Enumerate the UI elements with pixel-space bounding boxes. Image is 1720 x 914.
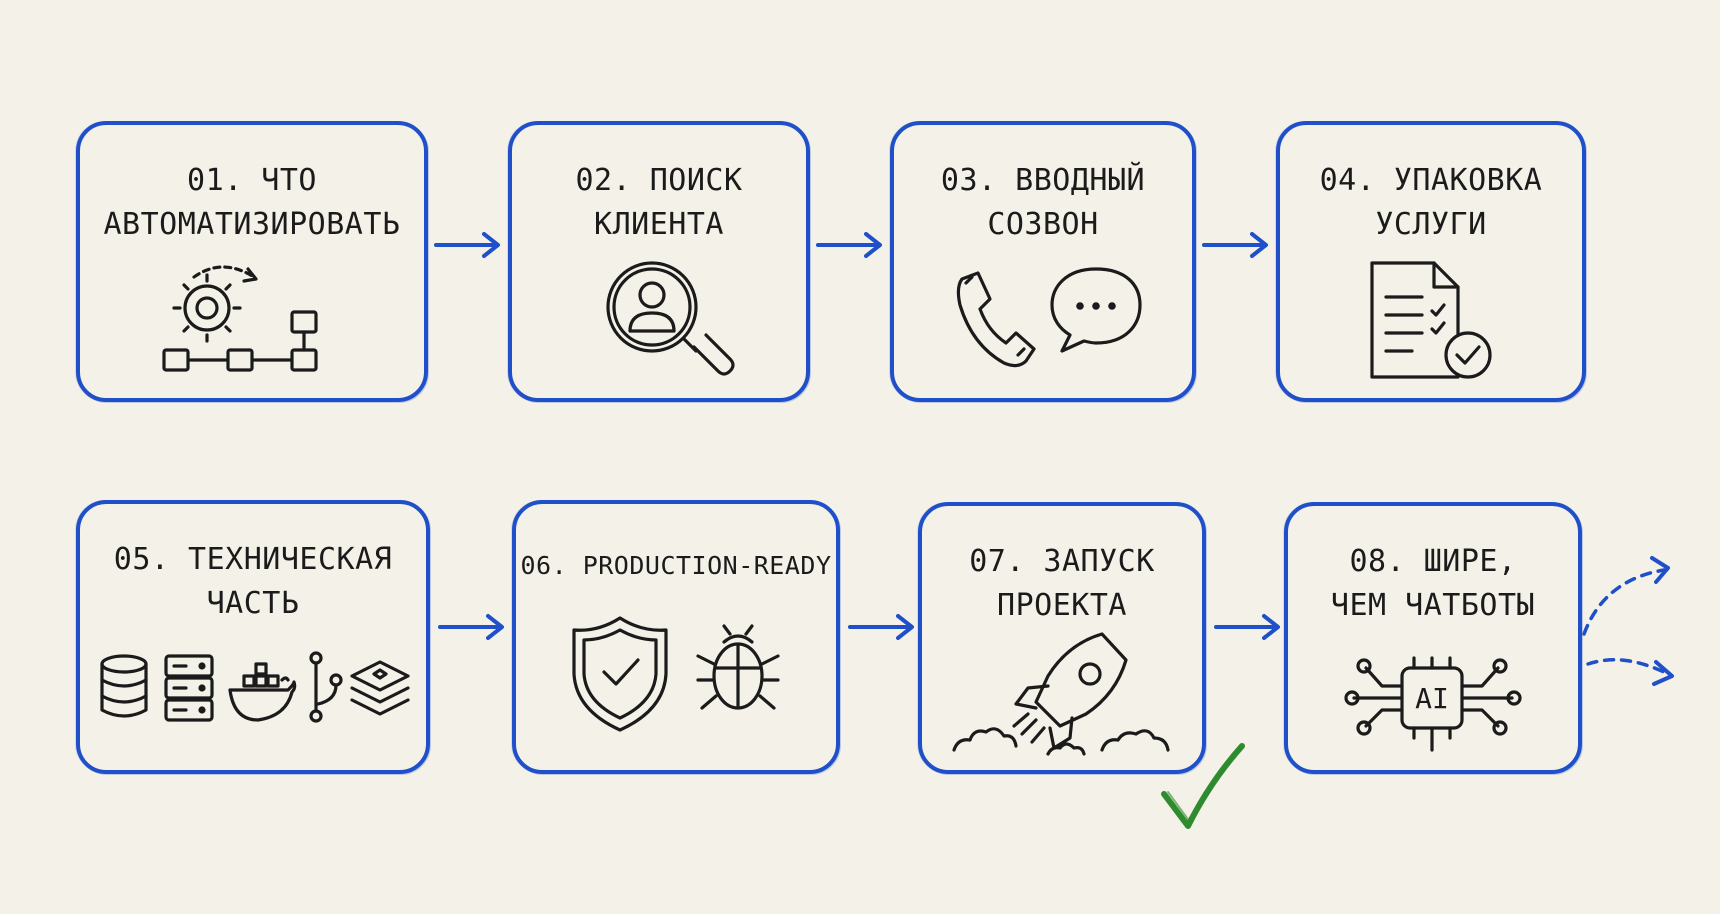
- check-mark-icon: [1161, 743, 1245, 829]
- step-05-card: 05. ТЕХНИЧЕСКАЯ ЧАСТЬ: [76, 500, 430, 774]
- step-06-title: 06. PRODUCTION-READY: [520, 551, 832, 580]
- step-03-title: 03. ВВОДНЫЙ СОЗВОН: [940, 163, 1146, 242]
- arrow-1-2: [434, 232, 500, 258]
- shield-check-icon: [572, 616, 668, 732]
- dashed-arrow-up: [1582, 556, 1670, 636]
- step-02-title: 02. ПОИСК КЛИЕНТА: [575, 163, 743, 242]
- arrow-3-4: [1202, 232, 1268, 258]
- step-01-title: 01. ЧТО АВТОМАТИЗИРОВАТЬ: [103, 163, 401, 242]
- server-icon: [164, 654, 214, 722]
- phone-icon: [956, 271, 1036, 368]
- dashed-arrow-right: [1586, 658, 1674, 686]
- docker-icon: [228, 662, 297, 722]
- bug-icon: [696, 624, 780, 710]
- step-07-card: 07. ЗАПУСК ПРОЕКТА: [918, 502, 1206, 774]
- arrow-6-7: [848, 614, 914, 640]
- gear-cycle-icon: [172, 265, 258, 343]
- step-03-card: 03. ВВОДНЫЙ СОЗВОН: [890, 121, 1196, 402]
- arrow-5-6: [438, 614, 504, 640]
- layers-icon: [350, 660, 410, 716]
- step-08-card: 08. ШИРЕ, ЧЕМ ЧАТБОТЫ AI: [1284, 502, 1582, 774]
- user-search-icon: [606, 261, 735, 376]
- step-04-card: 04. УПАКОВКА УСЛУГИ: [1276, 121, 1586, 402]
- step-01-card: 01. ЧТО АВТОМАТИЗИРОВАТЬ: [76, 121, 428, 402]
- chat-bubble-icon: [1050, 267, 1142, 353]
- flowchart-icon: [162, 310, 318, 372]
- step-06-card: 06. PRODUCTION-READY: [512, 500, 840, 774]
- git-branch-icon: [309, 651, 343, 723]
- step-04-title: 04. УПАКОВКА УСЛУГИ: [1319, 163, 1543, 242]
- rocket-icon: [952, 632, 1170, 756]
- database-icon: [100, 654, 148, 718]
- step-07-title: 07. ЗАПУСК ПРОЕКТА: [969, 544, 1155, 623]
- step-05-title: 05. ТЕХНИЧЕСКАЯ ЧАСТЬ: [113, 542, 393, 621]
- arrow-2-3: [816, 232, 882, 258]
- document-check-icon: [1370, 261, 1492, 379]
- arrow-7-8: [1214, 614, 1280, 640]
- ai-chip-label: AI: [1415, 682, 1449, 715]
- step-02-card: 02. ПОИСК КЛИЕНТА: [508, 121, 810, 402]
- ai-chip-icon: AI: [1344, 656, 1522, 752]
- step-08-title: 08. ШИРЕ, ЧЕМ ЧАТБОТЫ: [1330, 544, 1536, 623]
